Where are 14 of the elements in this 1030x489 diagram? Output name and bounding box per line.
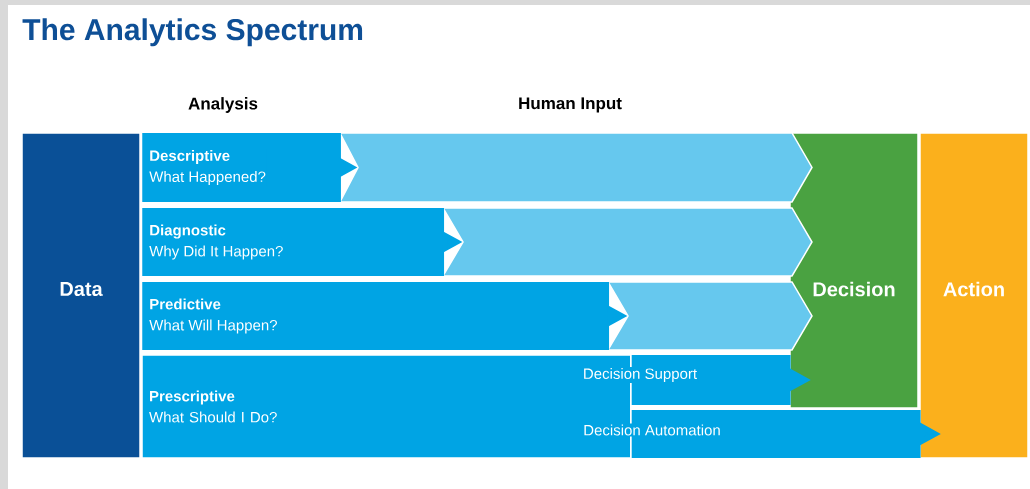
decision-box: Decision — [789, 132, 919, 409]
column-heading: Analysis — [188, 97, 258, 113]
edge-label: Decision Automation — [582, 423, 722, 437]
chevron-shape — [606, 281, 813, 351]
edge-label: Decision Support — [581, 367, 699, 383]
column-heading: Human Input — [519, 97, 622, 113]
chevron-shape — [441, 207, 813, 277]
analysis-text: Diagnostic Why Did It Happen? — [148, 223, 285, 261]
title: The Analytics Spectrum — [22, 18, 363, 47]
analysis-text: Descriptive What Happened? — [148, 149, 267, 186]
analysis-text: Predictive What Will Happen? — [148, 297, 279, 335]
action-box: Action — [919, 132, 1029, 459]
data-box: Data — [21, 132, 141, 459]
chevron-shape — [338, 132, 813, 203]
